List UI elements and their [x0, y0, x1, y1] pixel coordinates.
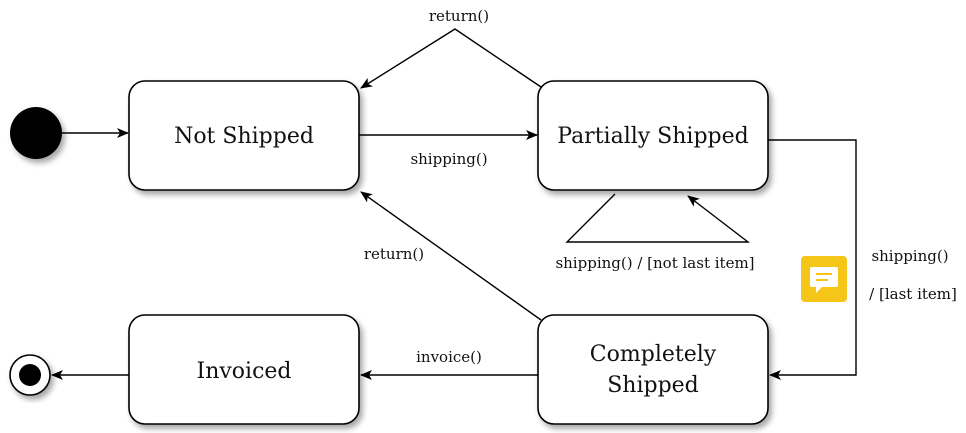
state-not-shipped-label: Not Shipped	[174, 124, 314, 149]
state-invoiced-box	[128, 314, 360, 425]
edge-completely-to-not-shipped-return	[360, 191, 542, 321]
edge-partially-to-completely-shipped	[768, 139, 857, 380]
label-shipping-last-line2: / [last item]	[869, 285, 957, 303]
state-completely-shipped-label-line2: Shipped	[607, 373, 699, 398]
state-partially-shipped-label: Partially Shipped	[557, 124, 748, 149]
state-completely-shipped-box	[537, 314, 769, 425]
state-invoiced-label: Invoiced	[197, 359, 292, 384]
edge-partially-to-not-shipped-return	[360, 28, 542, 89]
initial-state-node	[10, 107, 62, 159]
label-shipping-self-loop: shipping() / [not last item]	[555, 254, 754, 272]
label-return-top: return()	[429, 7, 489, 25]
label-shipping-main: shipping()	[410, 150, 487, 168]
label-shipping-last-line1: shipping()	[871, 247, 948, 265]
label-return-back: return()	[364, 245, 424, 263]
final-state-node	[9, 354, 51, 396]
label-invoice: invoice()	[416, 348, 482, 366]
comment-note-icon[interactable]	[801, 256, 847, 302]
state-completely-shipped-label-line1: Completely	[590, 342, 717, 367]
state-partially-shipped-box	[537, 80, 769, 191]
edge-partially-shipped-self-loop	[565, 193, 751, 243]
